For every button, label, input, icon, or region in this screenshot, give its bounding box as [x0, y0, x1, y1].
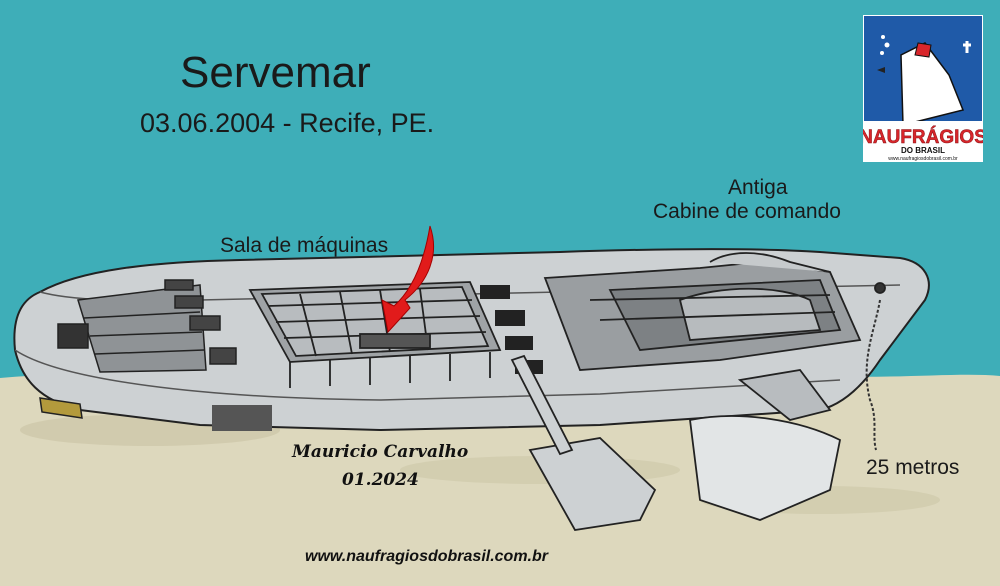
logo-url: www.naufragiosdobrasil.com.br: [888, 156, 958, 162]
signature-date: 01.2024: [342, 470, 419, 490]
anchor-chain: [865, 299, 881, 451]
page-title: Servemar: [180, 48, 371, 97]
engine-room-arrow: [381, 225, 434, 334]
page-subtitle: 03.06.2004 - Recife, PE.: [140, 108, 435, 138]
naufragios-do-brasil-logo: NAUFRÁGIOS DO BRASIL www.naufragiosdobra…: [863, 15, 983, 162]
former-bridge-cabin: [543, 252, 886, 371]
ship-icon: [900, 42, 965, 126]
engine-room-structure: [248, 281, 502, 388]
logo-subtitle: DO BRASIL: [901, 146, 945, 155]
debris-plates: [510, 354, 842, 531]
hull-openings: [212, 285, 543, 431]
label-command-cabin: Cabine de comando: [653, 200, 841, 223]
logo-title: NAUFRÁGIOS: [863, 126, 983, 148]
signature-author: Mauricio Carvalho: [292, 442, 469, 462]
label-length: 25 metros: [866, 456, 960, 479]
bow-hold: [57, 279, 237, 373]
propeller: [39, 397, 83, 419]
label-former-cabin: Antiga: [728, 176, 788, 199]
label-engine-room: Sala de máquinas: [220, 234, 389, 257]
website-link[interactable]: www.naufragiosdobrasil.com.br: [305, 548, 548, 565]
